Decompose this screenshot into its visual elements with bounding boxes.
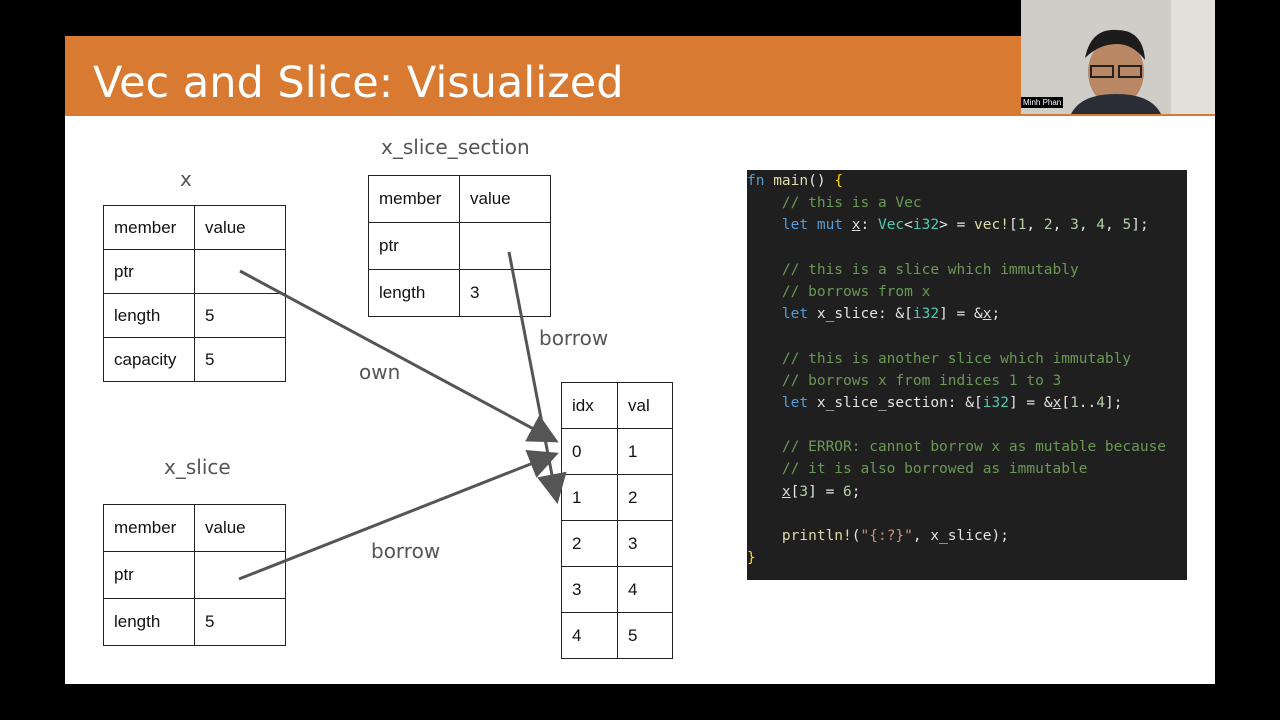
x-slice-caption: x_slice <box>164 455 231 479</box>
x-row-length-value: 5 <box>194 293 286 338</box>
x-header-value: value <box>194 205 286 250</box>
slide: Vec and Slice: Visualized x member value… <box>65 36 1215 684</box>
xs-row-length-member: length <box>103 598 195 646</box>
x-row-capacity-member: capacity <box>103 337 195 382</box>
x-header-member: member <box>103 205 195 250</box>
xs-header-value: value <box>194 504 286 552</box>
code-line: // it is also borrowed as immutable <box>747 461 1088 478</box>
data-table: idx val 0 1 1 2 2 3 3 4 4 5 <box>561 382 673 659</box>
xss-row-ptr-member: ptr <box>368 222 460 270</box>
data-idx-4: 4 <box>561 612 618 659</box>
code-line: } <box>747 550 756 567</box>
code-line: // this is a slice which immutably <box>747 261 1079 278</box>
data-val-2: 3 <box>617 520 673 567</box>
code-line: // this is a Vec <box>747 195 922 212</box>
data-val-0: 1 <box>617 428 673 475</box>
code-line: fn main() { <box>747 173 844 189</box>
data-val-3: 4 <box>617 566 673 613</box>
xs-row-ptr-member: ptr <box>103 551 195 599</box>
pointer-arrows <box>238 251 567 581</box>
xss-row-ptr-value <box>459 222 551 270</box>
borrow-slice-label: borrow <box>371 539 441 563</box>
own-arrow <box>239 269 559 443</box>
participant-video[interactable]: Minh Phan <box>1021 0 1215 114</box>
x-slice-table: member value ptr length 5 <box>103 504 286 646</box>
xs-header-member: member <box>103 504 195 552</box>
own-label: own <box>359 360 401 384</box>
code-line <box>747 237 1187 259</box>
code-line <box>747 414 1187 436</box>
code-line <box>747 325 1187 347</box>
xs-row-length-value: 5 <box>194 598 286 646</box>
code-line <box>747 503 1187 525</box>
x-slice-section-table: member value ptr length 3 <box>368 175 551 317</box>
slide-title: Vec and Slice: Visualized <box>93 58 624 108</box>
code-line: let x_slice_section: &[i32] = &x[1..4]; <box>781 394 1123 411</box>
xss-header-member: member <box>368 175 460 223</box>
x-row-length-member: length <box>103 293 195 338</box>
data-val-4: 5 <box>617 612 673 659</box>
data-val-1: 2 <box>617 474 673 521</box>
x-caption: x <box>180 167 192 191</box>
x-table: member value ptr length 5 capacity 5 <box>103 205 286 382</box>
code-line: let x_slice: &[i32] = &x; <box>781 306 1001 323</box>
xs-row-ptr-value <box>194 551 286 599</box>
code-line: x[3] = 6; <box>781 483 861 500</box>
code-line: let mut x: Vec<i32> = vec![1, 2, 3, 4, 5… <box>781 217 1149 234</box>
code-line: println!("{:?}", x_slice); <box>781 528 1009 544</box>
participant-name: Minh Phan <box>1021 97 1064 108</box>
borrow-section-label: borrow <box>539 326 609 350</box>
code-panel: fn main() { // this is a Vec let mut x: … <box>747 170 1187 580</box>
participant-avatar <box>1021 0 1215 114</box>
code-line: // ERROR: cannot borrow x as mutable bec… <box>747 439 1167 456</box>
borrow-slice-arrow <box>238 449 559 581</box>
data-header-val: val <box>617 382 673 429</box>
data-idx-1: 1 <box>561 474 618 521</box>
code-line: // this is another slice which immutably <box>747 350 1132 367</box>
x-slice-section-caption: x_slice_section <box>381 135 530 159</box>
xss-row-length-member: length <box>368 269 460 317</box>
code-line: // borrows from x <box>747 283 931 300</box>
code-line: // borrows x from indices 1 to 3 <box>747 372 1062 389</box>
xss-row-length-value: 3 <box>459 269 551 317</box>
data-idx-3: 3 <box>561 566 618 613</box>
x-row-ptr-member: ptr <box>103 249 195 294</box>
x-row-capacity-value: 5 <box>194 337 286 382</box>
